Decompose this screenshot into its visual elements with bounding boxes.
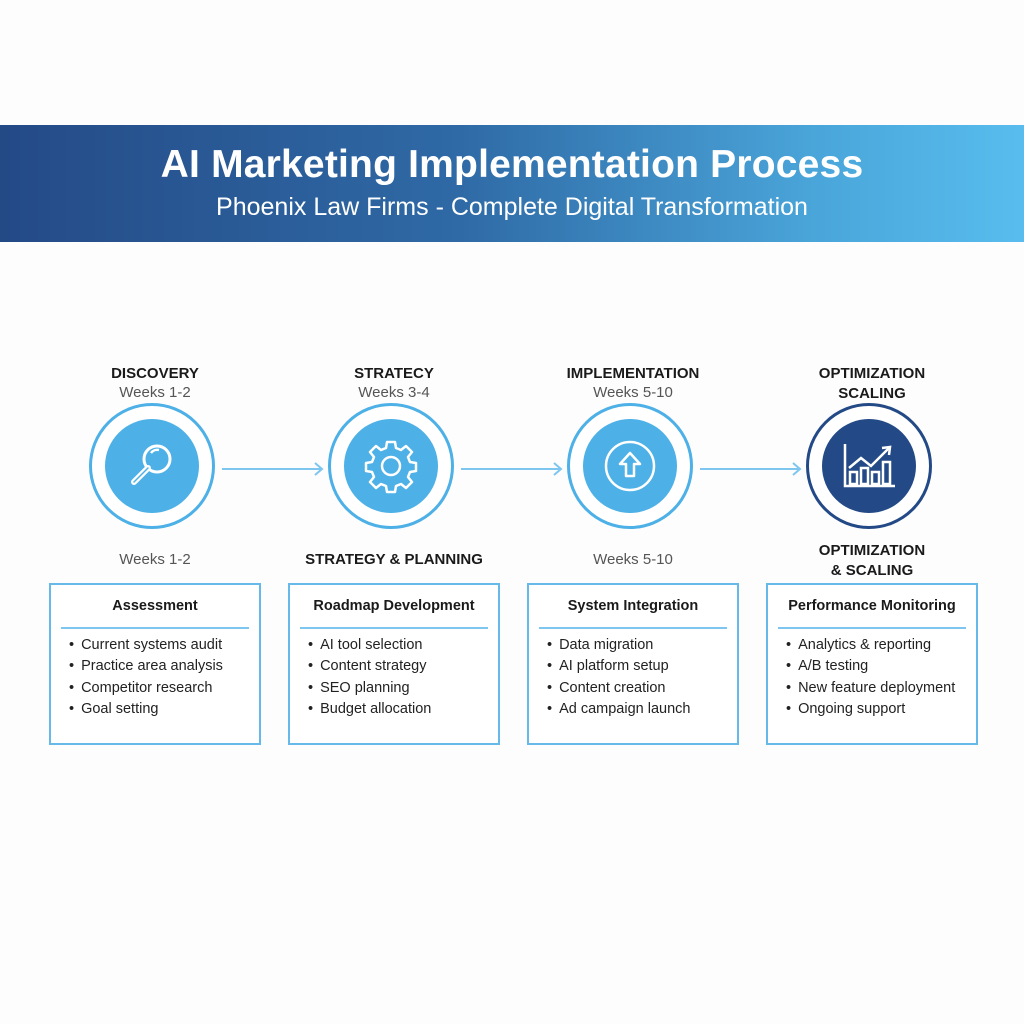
magnifier-icon: [131, 444, 172, 485]
list-item: Data migration: [547, 635, 690, 656]
card-title: Assessment: [112, 598, 198, 614]
stage-circle: [89, 403, 215, 529]
upload-arrow-icon: [604, 440, 656, 492]
list-item: A/B testing: [786, 656, 955, 677]
arrow-connector: [222, 462, 324, 476]
stage-title: IMPLEMENTATION: [566, 365, 700, 382]
list-item: New feature deployment: [786, 678, 955, 699]
stage-lower-line2: & SCALING: [830, 562, 914, 579]
list-item: Content creation: [547, 678, 690, 699]
card-list: Data migration AI platform setup Content…: [547, 635, 690, 720]
stage-title-line2: SCALING: [838, 385, 906, 402]
stage-circle: [806, 403, 932, 529]
stage-circle: [328, 403, 454, 529]
card-list: AI tool selection Content strategy SEO p…: [308, 635, 431, 720]
list-item: AI tool selection: [308, 635, 431, 656]
divider: [539, 627, 727, 629]
card-title: System Integration: [567, 598, 699, 614]
stage-weeks: Weeks 3-4: [358, 384, 430, 401]
stage-card: System Integration Data migration AI pla…: [527, 583, 739, 745]
stage-title: DISCOVERY: [111, 365, 199, 382]
divider: [778, 627, 966, 629]
stage-lower-label: OPTIMIZATION & SCALING: [752, 541, 992, 581]
list-item: Content strategy: [308, 656, 431, 677]
list-item: Ad campaign launch: [547, 699, 690, 720]
divider: [61, 627, 249, 629]
stage-card: Performance Monitoring Analytics & repor…: [766, 583, 978, 745]
page-title: AI Marketing Implementation Process: [160, 143, 864, 186]
arrow-connector: [461, 462, 563, 476]
arrow-connector: [700, 462, 802, 476]
card-list: Analytics & reporting A/B testing New fe…: [786, 635, 955, 720]
stage-title: STRATECY: [354, 365, 434, 382]
card-list: Current systems audit Practice area anal…: [69, 635, 223, 720]
card-title: Performance Monitoring: [788, 598, 956, 614]
page-subtitle: Phoenix Law Firms - Complete Digital Tra…: [216, 193, 808, 221]
stage-card: Assessment Current systems audit Practic…: [49, 583, 261, 745]
stage-weeks: Weeks 1-2: [119, 384, 191, 401]
divider: [300, 627, 488, 629]
list-item: Practice area analysis: [69, 656, 223, 677]
list-item: AI platform setup: [547, 656, 690, 677]
stage-discovery: DISCOVERY Weeks 1-2 Weeks 1-2 Assessment…: [35, 0, 275, 1024]
stage-weeks: Weeks 5-10: [593, 384, 673, 401]
list-item: Current systems audit: [69, 635, 223, 656]
stage-title-line1: OPTIMIZATION: [818, 365, 926, 382]
header-banner: AI Marketing Implementation Process Phoe…: [0, 125, 1024, 242]
stage-circle: [567, 403, 693, 529]
list-item: Budget allocation: [308, 699, 431, 720]
list-item: Goal setting: [69, 699, 223, 720]
stage-lower-line1: OPTIMIZATION: [818, 542, 926, 559]
stage-lower-label: Weeks 5-10: [593, 551, 673, 568]
list-item: SEO planning: [308, 678, 431, 699]
stage-card: Roadmap Development AI tool selection Co…: [288, 583, 500, 745]
card-title: Roadmap Development: [313, 598, 475, 614]
stage-lower-label: Weeks 1-2: [119, 551, 191, 568]
stage-optimization: OPTIMIZATION SCALING OPTIMIZATION & SCAL…: [752, 0, 992, 1024]
stage-strategy: STRATECY Weeks 3-4 STRATEGY & PLANNING R…: [274, 0, 514, 1024]
list-item: Competitor research: [69, 678, 223, 699]
list-item: Ongoing support: [786, 699, 955, 720]
stage-title: OPTIMIZATION SCALING: [752, 364, 992, 404]
stage-implementation: IMPLEMENTATION Weeks 5-10 Weeks 5-10 Sys…: [513, 0, 753, 1024]
list-item: Analytics & reporting: [786, 635, 955, 656]
stage-lower-label: STRATEGY & PLANNING: [305, 551, 483, 568]
gear-icon: [364, 440, 418, 494]
growth-chart-icon: [843, 444, 895, 488]
